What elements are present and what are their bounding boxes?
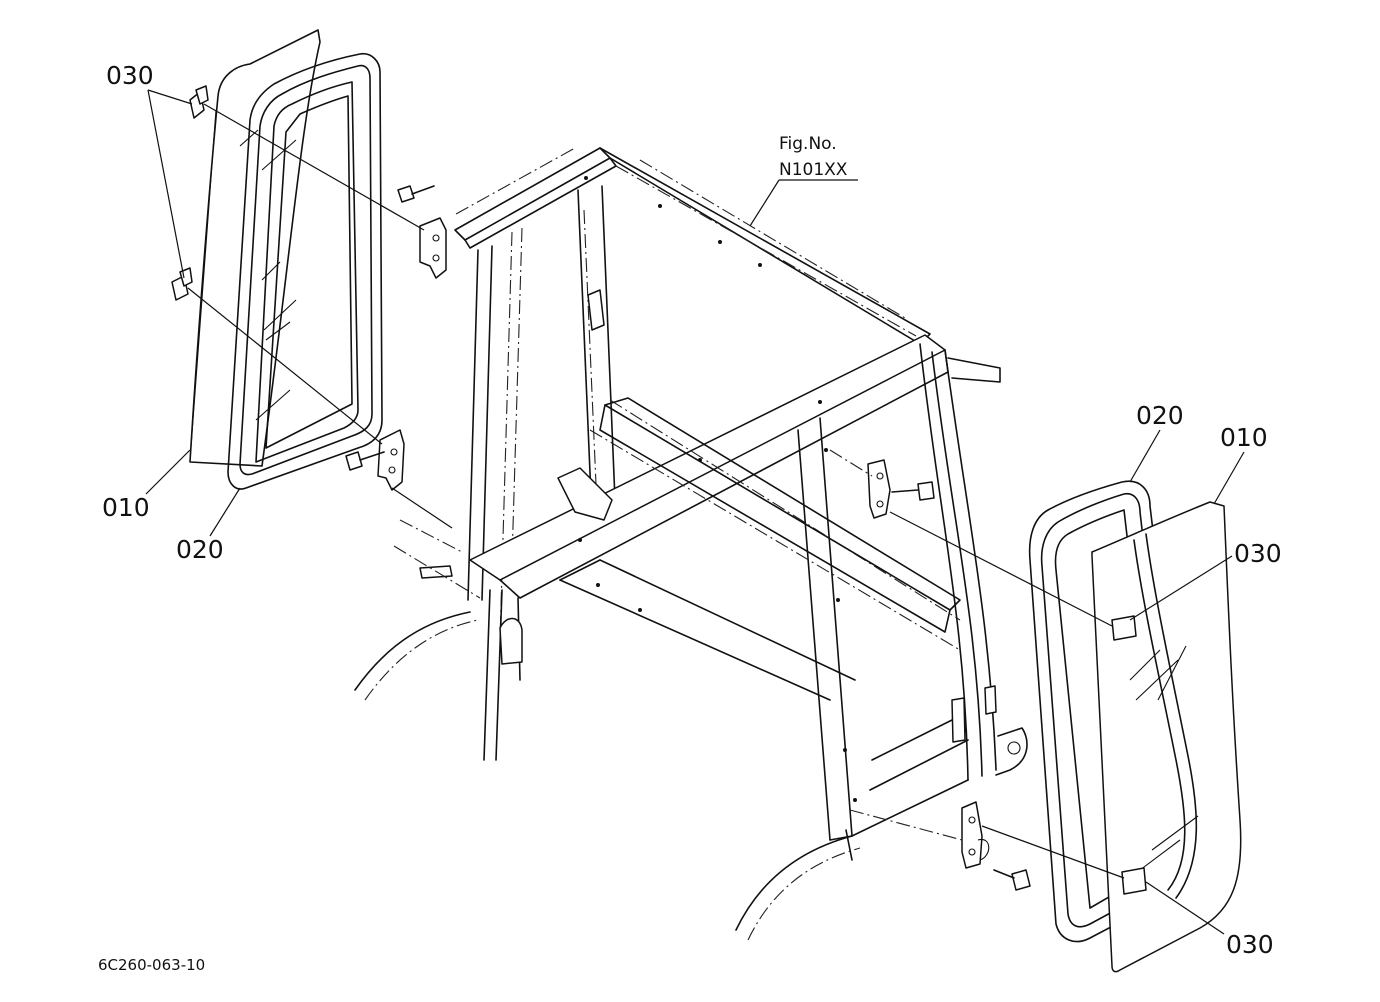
right-window-glass xyxy=(1091,501,1242,973)
hinge-lower-left xyxy=(377,429,405,491)
left-clip-top xyxy=(189,85,209,119)
left-clip-bottom xyxy=(171,267,193,301)
callout-left-020: 020 xyxy=(176,535,224,564)
leader-lines xyxy=(145,89,1245,935)
hinge-lower-right xyxy=(961,801,990,869)
left-window-seal xyxy=(227,52,383,490)
cab-frame xyxy=(354,147,1028,941)
hinge-upper-right xyxy=(867,459,891,519)
callout-right-030-top: 030 xyxy=(1234,539,1282,568)
drawing-code: 6C260-063-10 xyxy=(98,956,205,974)
axis-lines xyxy=(393,449,963,841)
bolt-lower-left xyxy=(345,451,385,471)
fig-label: Fig.No. xyxy=(779,134,837,154)
fig-number: N101XX xyxy=(779,160,848,180)
bolt-lower-right xyxy=(993,869,1031,891)
fig-reference-leader xyxy=(749,179,858,227)
callout-right-030-bottom: 030 xyxy=(1226,930,1274,959)
bolt-upper-left xyxy=(397,185,435,203)
hinge-upper-left xyxy=(419,217,447,279)
bolt-upper-right xyxy=(891,481,935,501)
left-window-glass xyxy=(189,29,321,467)
callout-right-010: 010 xyxy=(1220,423,1268,452)
callout-left-010: 010 xyxy=(102,493,150,522)
callout-left-030: 030 xyxy=(106,61,154,90)
callout-right-020: 020 xyxy=(1136,401,1184,430)
